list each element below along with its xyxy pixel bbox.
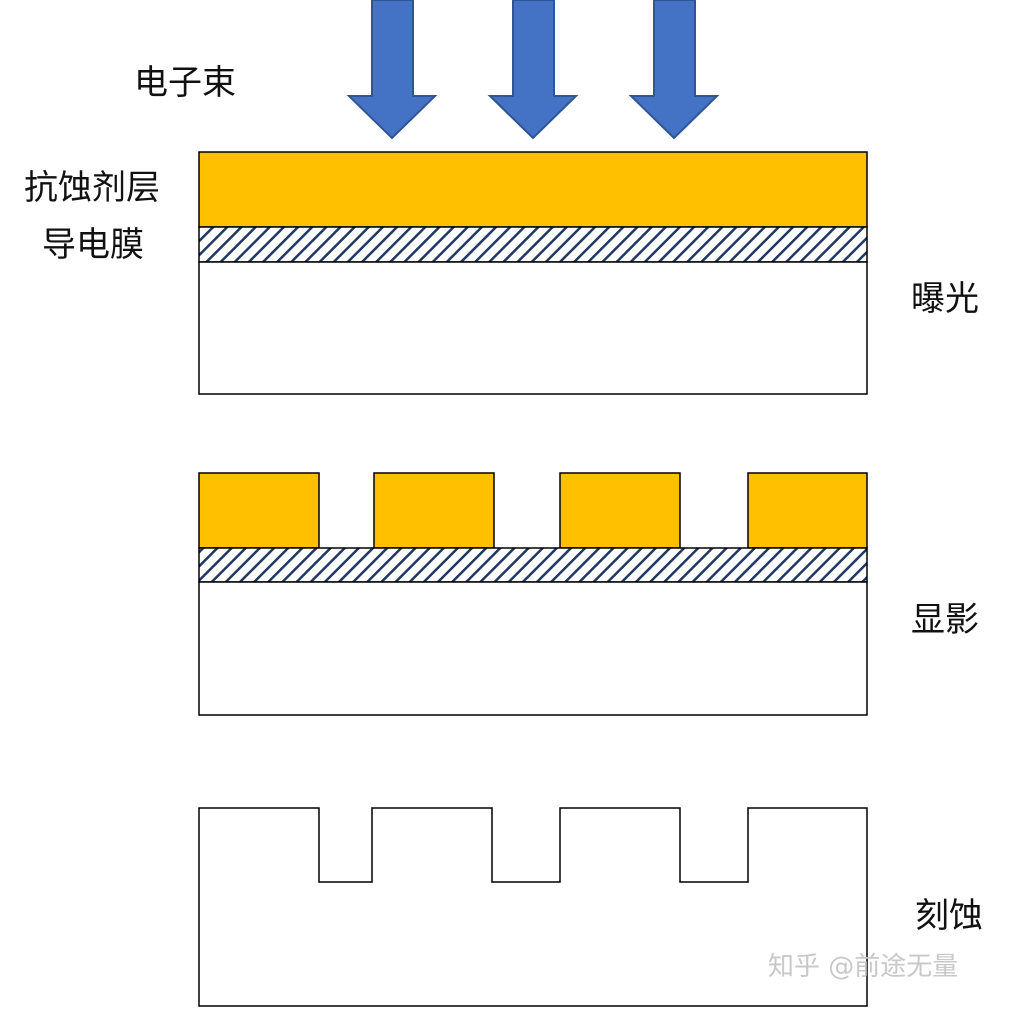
step-exposure-label: 曝光: [911, 279, 979, 319]
electron-beam-label: 电子束: [134, 63, 236, 103]
watermark: 知乎 @前途无量: [768, 952, 959, 982]
developed-resist-block: [198, 472, 320, 549]
exposure-resist-layer: [198, 151, 868, 228]
step-etching-label: 刻蚀: [915, 896, 983, 936]
exposure-stack: [198, 151, 868, 395]
development-substrate: [198, 581, 868, 716]
developed-resist-block: [373, 472, 495, 549]
down-arrow-icon: [346, 0, 438, 140]
step-development-label: 显影: [911, 600, 979, 640]
developed-resist-block: [559, 472, 681, 549]
electron-beam-arrows: [346, 0, 720, 140]
resist-layer-label: 抗蚀剂层: [24, 168, 160, 208]
down-arrow-icon: [487, 0, 579, 140]
exposure-substrate: [198, 261, 868, 395]
down-arrow-icon: [628, 0, 720, 140]
exposure-conductive-film: [198, 226, 868, 263]
developed-resist-block: [747, 472, 868, 549]
conductive-film-label: 导电膜: [42, 225, 144, 265]
etched-substrate: [198, 807, 868, 1007]
development-conductive-film: [198, 547, 868, 583]
development-stack: [198, 472, 868, 716]
